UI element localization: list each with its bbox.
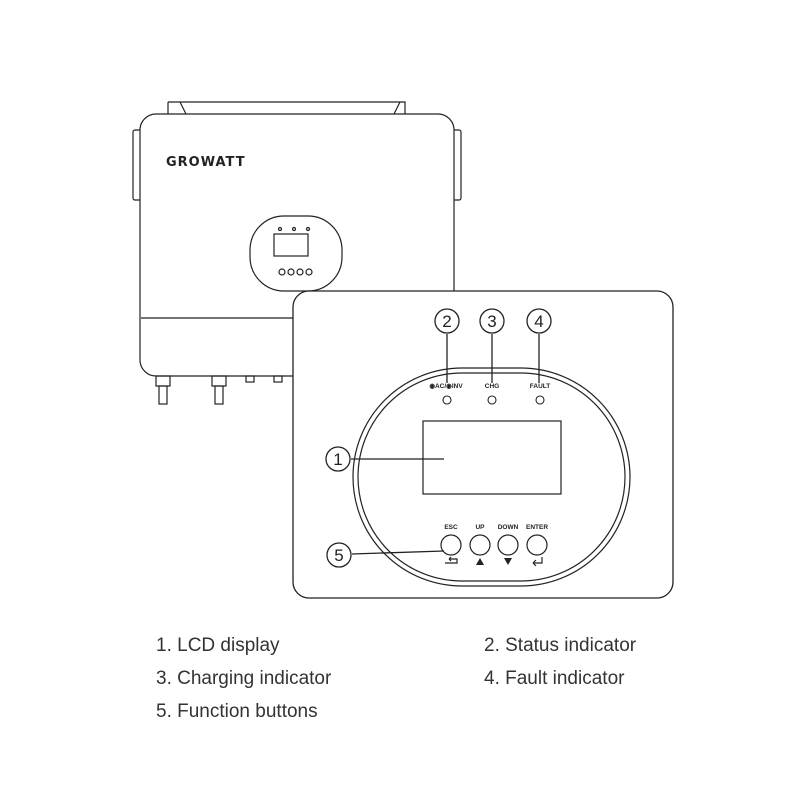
- legend-item-charging-indicator: 3. Charging indicator: [156, 668, 332, 689]
- callout-number-5: 5: [334, 546, 343, 565]
- brand-logo: GROWATT: [166, 155, 246, 170]
- callout-circle-5: [326, 542, 352, 568]
- mini-led: [305, 226, 311, 232]
- back-icon: [445, 556, 458, 564]
- legend-item-function-buttons: 5. Function buttons: [156, 701, 318, 722]
- mini-lcd: [273, 233, 309, 257]
- down-arrow-icon: [504, 558, 512, 565]
- callout-number-4: 4: [534, 312, 543, 331]
- callout-circle-3: [479, 308, 505, 334]
- callout-numbers: 1 2 3 4 5: [333, 312, 543, 565]
- down-label: DOWN: [498, 524, 519, 531]
- esc-button: [440, 534, 462, 556]
- lcd-display: [422, 420, 562, 495]
- callout-circle-1: [325, 446, 351, 472]
- up-label: UP: [475, 524, 485, 531]
- charging-led: [487, 395, 497, 405]
- legend-item-status-indicator: 2. Status indicator: [484, 635, 637, 656]
- enter-label: ENTER: [526, 524, 548, 531]
- mini-led: [277, 226, 283, 232]
- down-button: [497, 534, 519, 556]
- led-label-ac-inv: ◉AC/◉INV: [429, 383, 463, 390]
- up-button: [469, 534, 491, 556]
- led-label-fault: FAULT: [530, 383, 550, 390]
- callout-line-5: [351, 550, 445, 555]
- legend-item-lcd-display: 1. LCD display: [156, 635, 280, 656]
- mounting-bracket: [167, 101, 406, 115]
- callout-number-1: 1: [333, 450, 342, 469]
- callout-number-3: 3: [487, 312, 496, 331]
- led-label-chg: CHG: [485, 383, 499, 390]
- fault-led: [535, 395, 545, 405]
- mini-button: [296, 268, 304, 276]
- mini-button: [287, 268, 295, 276]
- up-arrow-icon: [476, 558, 484, 565]
- legend-item-fault-indicator: 4. Fault indicator: [484, 668, 625, 689]
- callout-circle-4: [526, 308, 552, 334]
- mini-button: [305, 268, 313, 276]
- bottom-connectors: [155, 375, 283, 405]
- mini-display-oval: [249, 215, 343, 292]
- esc-label: ESC: [444, 524, 458, 531]
- enter-button: [526, 534, 548, 556]
- callout-circle-2: [434, 308, 460, 334]
- enter-icon: [532, 557, 543, 567]
- zoom-panel: ◉AC/◉INV CHG FAULT ESC UP DOWN ENTER: [292, 290, 674, 599]
- callouts: [325, 308, 552, 568]
- status-led: [442, 395, 452, 405]
- callout-number-2: 2: [442, 312, 451, 331]
- mini-led: [291, 226, 297, 232]
- mini-button: [278, 268, 286, 276]
